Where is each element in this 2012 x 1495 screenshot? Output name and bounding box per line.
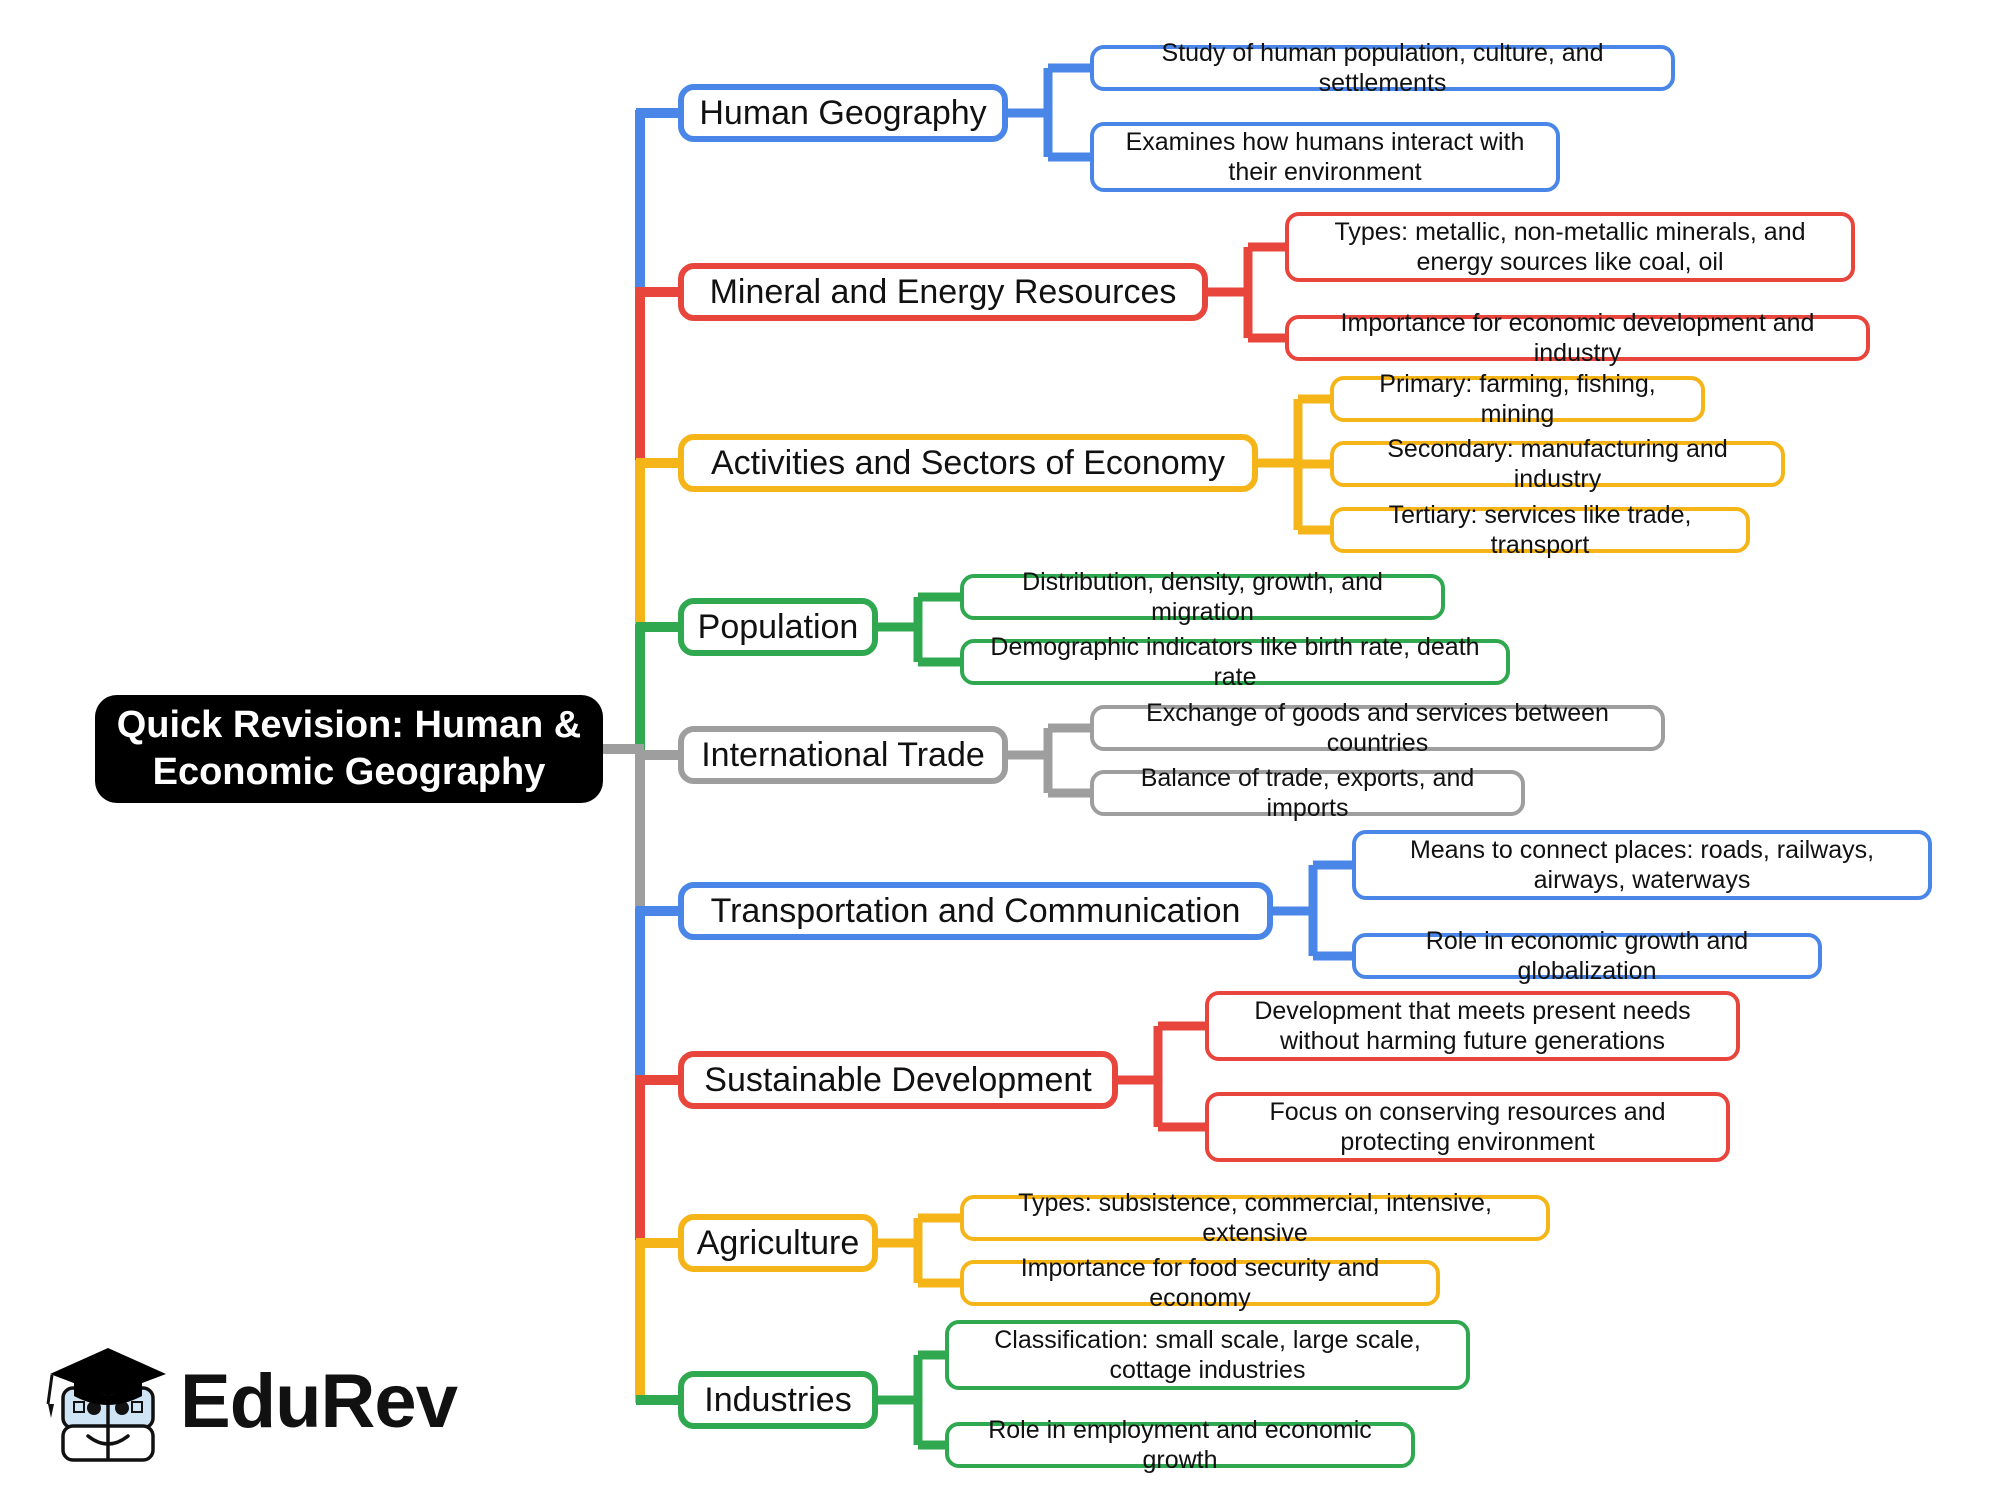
branch-label: Agriculture bbox=[696, 1223, 860, 1262]
edurev-logo: EduRev bbox=[30, 1330, 458, 1480]
root-node[interactable]: Quick Revision: Human &Economic Geograph… bbox=[95, 695, 603, 803]
leaf-label: Secondary: manufacturing and industry bbox=[1387, 434, 1728, 494]
leaf-node[interactable]: Primary: farming, fishing, mining bbox=[1330, 370, 1705, 428]
leaf-label: Role in economic growth and globalizatio… bbox=[1425, 926, 1749, 986]
leaf-label: Study of human population, culture, and … bbox=[1161, 38, 1604, 98]
leaf-node[interactable]: Exchange of goods and services between c… bbox=[1090, 699, 1665, 757]
leaf-node[interactable]: Development that meets present needs wit… bbox=[1205, 991, 1740, 1061]
leaf-node[interactable]: Means to connect places: roads, railways… bbox=[1352, 830, 1932, 900]
branch-label: Transportation and Communication bbox=[710, 891, 1241, 930]
branch-node-agriculture[interactable]: Agriculture bbox=[678, 1214, 878, 1272]
leaf-label: Examines how humans interact with their … bbox=[1125, 127, 1525, 187]
leaf-node[interactable]: Demographic indicators like birth rate, … bbox=[960, 633, 1510, 691]
leaf-label: Importance for food security and economy bbox=[1020, 1253, 1380, 1313]
leaf-label: Role in employment and economic growth bbox=[988, 1415, 1372, 1475]
leaf-label: Types: subsistence, commercial, intensiv… bbox=[1018, 1188, 1492, 1248]
leaf-node[interactable]: Tertiary: services like trade, transport bbox=[1330, 501, 1750, 559]
leaf-node[interactable]: Types: metallic, non-metallic minerals, … bbox=[1285, 212, 1855, 282]
leaf-label: Means to connect places: roads, railways… bbox=[1409, 835, 1875, 895]
branch-node-sustainable-development[interactable]: Sustainable Development bbox=[678, 1051, 1118, 1109]
leaf-node[interactable]: Types: subsistence, commercial, intensiv… bbox=[960, 1189, 1550, 1247]
root-label: Quick Revision: Human &Economic Geograph… bbox=[116, 703, 582, 794]
branch-label: Industries bbox=[704, 1380, 852, 1419]
branch-label: Sustainable Development bbox=[704, 1060, 1092, 1099]
leaf-node[interactable]: Distribution, density, growth, and migra… bbox=[960, 568, 1445, 626]
leaf-node[interactable]: Role in economic growth and globalizatio… bbox=[1352, 927, 1822, 985]
leaf-node[interactable]: Importance for economic development and … bbox=[1285, 309, 1870, 367]
branch-label: Population bbox=[697, 607, 859, 646]
leaf-label: Demographic indicators like birth rate, … bbox=[990, 632, 1480, 692]
branch-node-population[interactable]: Population bbox=[678, 598, 878, 656]
leaf-node[interactable]: Secondary: manufacturing and industry bbox=[1330, 435, 1785, 493]
branch-label: Activities and Sectors of Economy bbox=[710, 443, 1225, 482]
branch-node-transportation-and-communication[interactable]: Transportation and Communication bbox=[678, 882, 1273, 940]
leaf-label: Exchange of goods and services between c… bbox=[1146, 698, 1609, 758]
branch-node-mineral-and-energy-resources[interactable]: Mineral and Energy Resources bbox=[678, 263, 1208, 321]
leaf-node[interactable]: Examines how humans interact with their … bbox=[1090, 122, 1560, 192]
leaf-node[interactable]: Study of human population, culture, and … bbox=[1090, 39, 1675, 97]
leaf-label: Primary: farming, fishing, mining bbox=[1379, 369, 1656, 429]
leaf-label: Classification: small scale, large scale… bbox=[994, 1325, 1421, 1385]
leaf-label: Tertiary: services like trade, transport bbox=[1388, 500, 1692, 560]
leaf-label: Distribution, density, growth, and migra… bbox=[1022, 567, 1383, 627]
edurev-mascot-icon bbox=[46, 1348, 166, 1462]
branch-node-activities-and-sectors-of-economy[interactable]: Activities and Sectors of Economy bbox=[678, 434, 1258, 492]
leaf-label: Focus on conserving resources and protec… bbox=[1269, 1097, 1666, 1157]
branch-node-international-trade[interactable]: International Trade bbox=[678, 726, 1008, 784]
branch-label: International Trade bbox=[701, 735, 985, 774]
branch-node-human-geography[interactable]: Human Geography bbox=[678, 84, 1008, 142]
leaf-node[interactable]: Focus on conserving resources and protec… bbox=[1205, 1092, 1730, 1162]
edurev-wordmark: EduRev bbox=[180, 1359, 458, 1444]
branch-label: Human Geography bbox=[699, 93, 987, 132]
leaf-label: Balance of trade, exports, and imports bbox=[1140, 763, 1475, 823]
leaf-node[interactable]: Role in employment and economic growth bbox=[945, 1416, 1415, 1474]
branch-label: Mineral and Energy Resources bbox=[709, 272, 1177, 311]
leaf-node[interactable]: Balance of trade, exports, and imports bbox=[1090, 764, 1525, 822]
leaf-node[interactable]: Importance for food security and economy bbox=[960, 1254, 1440, 1312]
leaf-node[interactable]: Classification: small scale, large scale… bbox=[945, 1320, 1470, 1390]
leaf-label: Types: metallic, non-metallic minerals, … bbox=[1334, 217, 1806, 277]
branch-node-industries[interactable]: Industries bbox=[678, 1371, 878, 1429]
leaf-label: Development that meets present needs wit… bbox=[1254, 996, 1691, 1056]
leaf-label: Importance for economic development and … bbox=[1340, 308, 1815, 368]
